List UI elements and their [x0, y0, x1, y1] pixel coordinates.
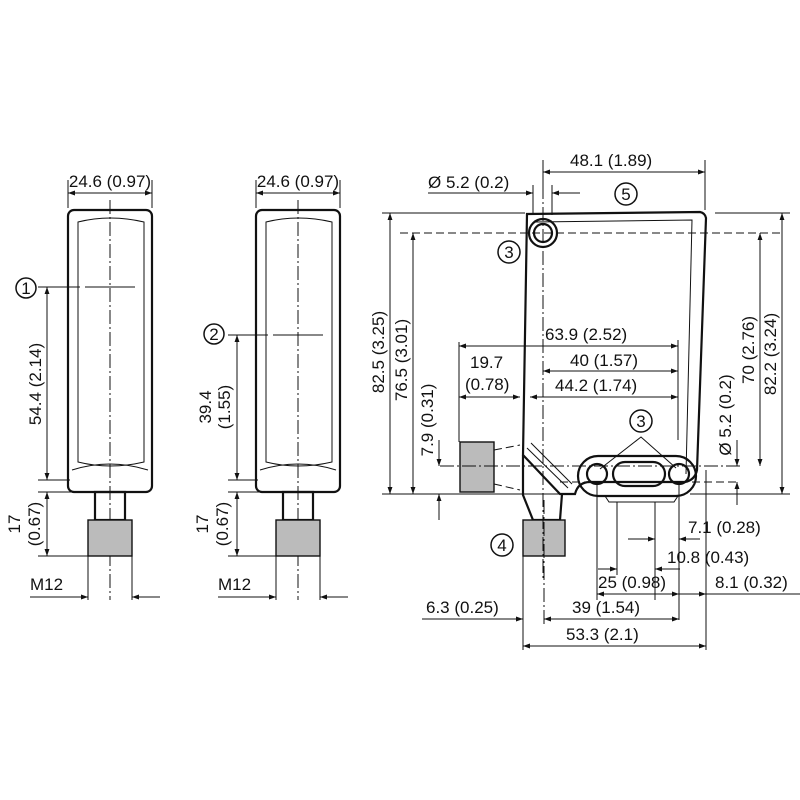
dim-53-3: 53.3 (2.1)	[566, 625, 639, 644]
dim-overall-height: 82.5 (3.25)	[369, 311, 388, 393]
width-dimension: 24.6 (0.97)	[257, 172, 339, 191]
callout-4-label: 4	[497, 536, 506, 555]
dim-70: 70 (2.76)	[739, 316, 758, 384]
dim-7-1: 7.1 (0.28)	[688, 518, 761, 537]
dim-19-7-mm: 19.7	[470, 353, 503, 372]
dim-25: 25 (0.98)	[598, 573, 666, 592]
thread-label: M12	[218, 575, 251, 594]
callout-3-bottom-label: 3	[636, 412, 645, 431]
callout-2	[203, 323, 225, 345]
thread-label: M12	[30, 575, 63, 594]
dim-8-1: 8.1 (0.32)	[715, 573, 788, 592]
callout-1-label: 1	[21, 279, 30, 298]
width-dimension: 24.6 (0.97)	[69, 172, 151, 191]
dim-10-8: 10.8 (0.43)	[667, 548, 749, 567]
connector-length-in: (0.67)	[213, 502, 232, 546]
dim-offset-7-9: 7.9 (0.31)	[418, 384, 437, 457]
callout-1	[15, 277, 37, 299]
callout-5	[614, 182, 638, 206]
dim-39: 39 (1.54)	[572, 598, 640, 617]
callout-2-label: 2	[209, 325, 218, 344]
dim-width-top: 48.1 (1.89)	[570, 151, 652, 170]
connector-length-mm: 17	[193, 515, 212, 534]
height-dimension: 54.4 (2.14)	[26, 343, 45, 425]
dim-40: 40 (1.57)	[570, 351, 638, 370]
height-dimension-in: (1.55)	[215, 385, 234, 429]
dim-44-2: 44.2 (1.74)	[555, 376, 637, 395]
callout-4	[490, 533, 514, 557]
connector-length-in: (0.67)	[25, 502, 44, 546]
dim-6-3: 6.3 (0.25)	[426, 598, 499, 617]
dim-19-7-in: (0.78)	[465, 375, 509, 394]
callout-3-bottom	[629, 409, 653, 433]
callout-3-top-label: 3	[504, 243, 513, 262]
sensor-view-3: 48.1 (1.89) Ø 5.2 (0.2) 5 3 82.5 (3.25) …	[369, 151, 800, 650]
dim-hole-height: 76.5 (3.01)	[392, 319, 411, 401]
dim-82-2: 82.2 (3.24)	[761, 313, 780, 395]
sensor-view-2: 24.6 (0.97) 39.4 (1.55) 2 17 (0.67) M12	[193, 172, 348, 600]
dim-63-9: 63.9 (2.52)	[545, 325, 627, 344]
height-dimension-mm: 39.4	[196, 390, 215, 423]
dim-hole-diameter-side: Ø 5.2 (0.2)	[716, 374, 735, 455]
connector-length-mm: 17	[5, 515, 24, 534]
dim-hole-diameter-top: Ø 5.2 (0.2)	[428, 173, 509, 192]
callout-3-top	[497, 240, 521, 264]
sensor-view-1: 24.6 (0.97) 54.4 (2.14) 1 17 (0.67) M12	[5, 172, 160, 600]
callout-5-label: 5	[621, 185, 630, 204]
